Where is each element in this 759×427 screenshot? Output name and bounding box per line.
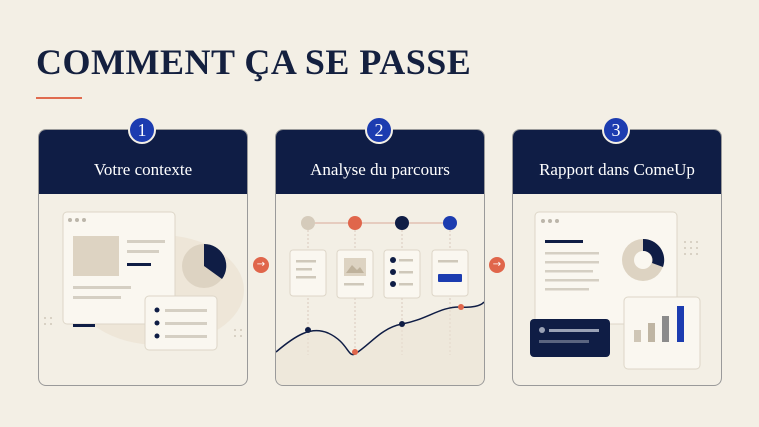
title-underline <box>36 97 82 99</box>
step-number-1: 1 <box>128 116 156 144</box>
step-card-3: Rapport dans ComeUp <box>512 129 722 386</box>
step-number-2: 2 <box>365 116 393 144</box>
arrow-right-icon: → <box>489 257 505 273</box>
step-card-header: Analyse du parcours <box>276 130 484 194</box>
context-illustration <box>44 211 244 351</box>
report-illustration <box>530 211 701 370</box>
step-card-2: Analyse du parcours <box>275 129 485 386</box>
journey-illustration <box>276 216 484 385</box>
step-title-1: Votre contexte <box>93 160 193 179</box>
step-title-2: Analyse du parcours <box>310 160 450 179</box>
step-title-3: Rapport dans ComeUp <box>539 160 695 179</box>
page-title: COMMENT ÇA SE PASSE <box>36 42 472 82</box>
arrow-right-icon: → <box>253 257 269 273</box>
step-card-1: Votre contexte <box>38 129 248 386</box>
step-number-3: 3 <box>602 116 630 144</box>
